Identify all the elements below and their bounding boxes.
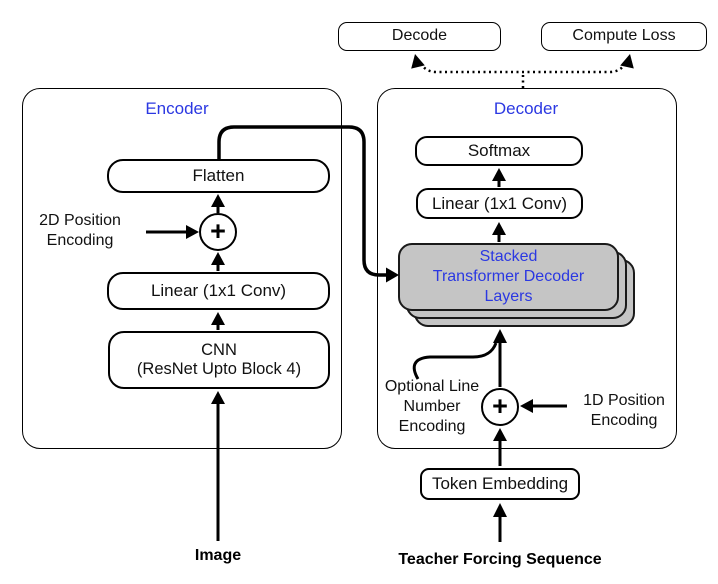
decoder-pos-enc-line1: 1D Position [583, 392, 665, 409]
dotted-branch-line [419, 62, 627, 74]
softmax-label: Softmax [467, 141, 531, 161]
flatten-box: Flatten [107, 159, 330, 193]
cnn-line1: CNN [201, 341, 237, 360]
cnn-label: CNN (ResNet Upto Block 4) [137, 341, 301, 379]
token-embedding-label: Token Embedding [431, 474, 569, 494]
decoder-1d-position-encoding-label: 1D Position Encoding [564, 391, 684, 431]
stacked-transformer-label: Stacked Transformer Decoder Layers [398, 247, 619, 307]
decoder-add-node: + [481, 388, 519, 426]
encoder-linear-label: Linear (1x1 Conv) [150, 281, 287, 301]
optional-line1: Optional Line [384, 378, 480, 395]
cnn-box: CNN (ResNet Upto Block 4) [108, 331, 330, 389]
image-input-label: Image [194, 547, 242, 564]
decode-label: Decode [391, 27, 448, 45]
compute-loss-box: Compute Loss [541, 22, 707, 51]
arrowhead-to-decode [411, 54, 425, 69]
softmax-box: Softmax [415, 136, 583, 166]
teacher-to-token-arrowhead [493, 503, 507, 517]
stacked-layer-front [398, 243, 619, 311]
encoder-pos-enc-line2: Encoding [46, 232, 114, 249]
optional-line3: Encoding [398, 418, 466, 435]
arrowhead-to-compute-loss [620, 54, 634, 69]
stacked-line2: Transformer Decoder [432, 268, 585, 285]
decoder-linear-label: Linear (1x1 Conv) [431, 193, 568, 213]
encoder-title: Encoder [145, 99, 209, 118]
encoder-linear-box: Linear (1x1 Conv) [107, 272, 330, 310]
cnn-line2: (ResNet Upto Block 4) [136, 360, 302, 378]
stacked-line1: Stacked [479, 248, 538, 265]
compute-loss-label: Compute Loss [572, 27, 676, 45]
encoder-container [22, 88, 342, 449]
token-embedding-box: Token Embedding [420, 468, 580, 500]
decoder-pos-enc-line2: Encoding [590, 412, 658, 429]
optional-line-number-encoding-label: Optional Line Number Encoding [372, 377, 492, 437]
encoder-2d-position-encoding-label: 2D Position Encoding [20, 211, 140, 251]
plus-icon: + [210, 215, 226, 246]
decoder-linear-box: Linear (1x1 Conv) [416, 188, 583, 219]
teacher-forcing-sequence-label: Teacher Forcing Sequence [398, 551, 602, 568]
flatten-label: Flatten [192, 166, 245, 186]
optional-line2: Number [403, 398, 461, 415]
decode-box: Decode [338, 22, 501, 51]
encoder-add-node: + [199, 213, 237, 251]
encoder-pos-enc-line1: 2D Position [39, 212, 121, 229]
stacked-line3: Layers [484, 288, 533, 305]
decoder-title: Decoder [493, 99, 559, 118]
plus-icon: + [492, 390, 508, 421]
